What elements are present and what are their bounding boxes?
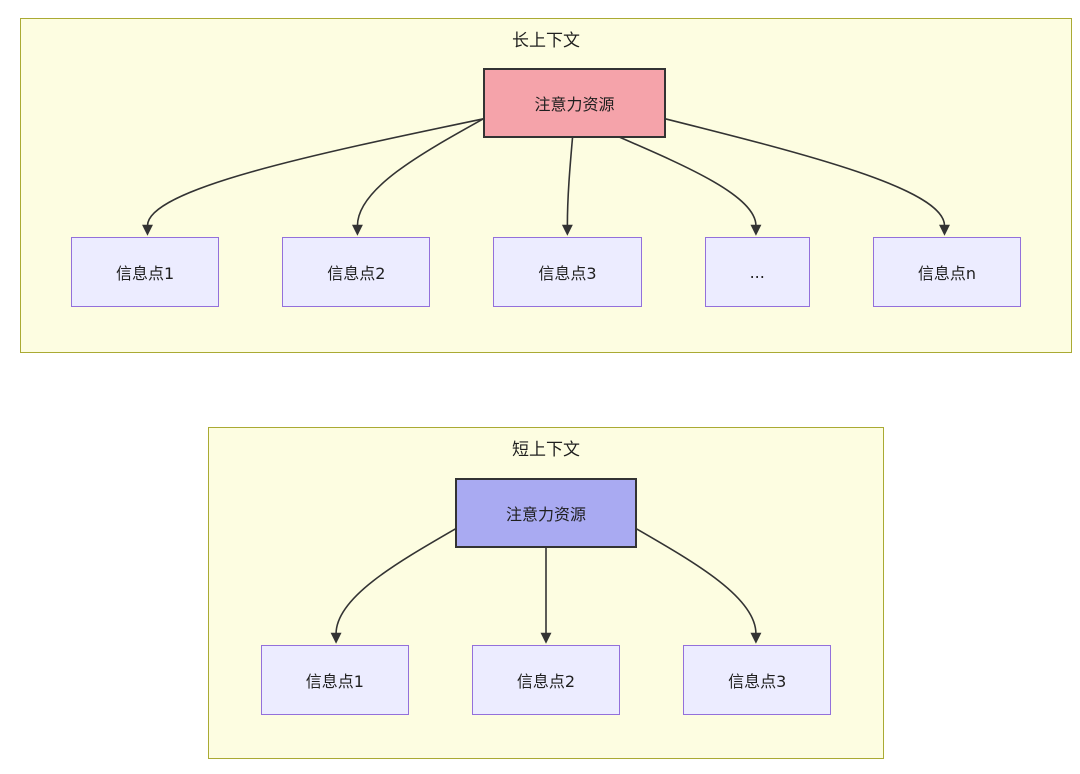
info-box: 信息点1 (71, 237, 220, 307)
info-box: 信息点1 (260, 645, 409, 715)
cluster-long-context: 长上下文 注意力资源 信息点1 信息点2 信息点3... 信息点n (20, 18, 1072, 353)
info-row-short: 信息点1 信息点2 信息点3 (209, 645, 883, 715)
info-box: 信息点n (872, 237, 1021, 307)
cluster-title-long-context: 长上下文 (512, 31, 580, 51)
attention-resource-box-short: 注意力资源 (455, 478, 637, 548)
attention-resource-box-long: 注意力资源 (483, 68, 666, 138)
info-box: 信息点3 (683, 645, 832, 715)
info-box: 信息点2 (282, 237, 431, 307)
info-box: 信息点2 (471, 645, 621, 715)
info-box: ... (704, 237, 810, 307)
cluster-short-context: 短上下文 注意力资源 信息点1 信息点2 信息点3 (208, 427, 884, 759)
info-box: 信息点3 (493, 237, 642, 307)
info-row-long: 信息点1 信息点2 信息点3... 信息点n (21, 237, 1071, 307)
cluster-title-short-context: 短上下文 (512, 440, 580, 460)
